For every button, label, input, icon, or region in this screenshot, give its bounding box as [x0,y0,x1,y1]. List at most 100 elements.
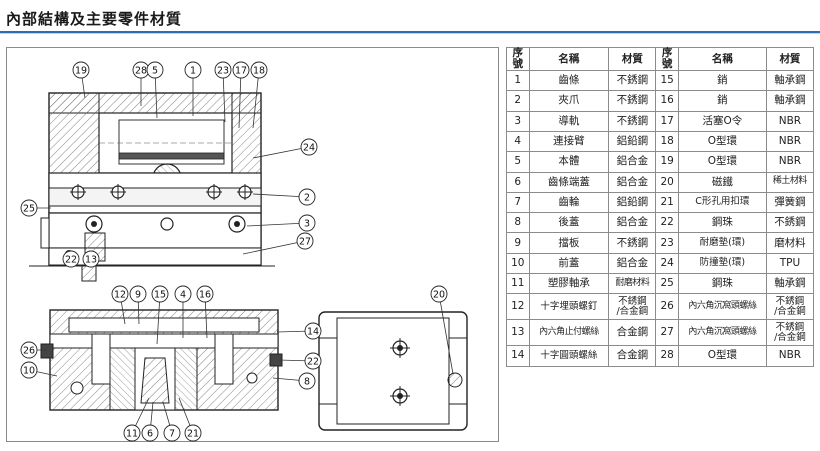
part-name: 連接臂 [528,130,610,153]
part-name: 十字埋頭螺釘 [528,293,610,321]
callout-label: 26 [23,346,35,357]
callout-circle [232,61,250,79]
part-material: TPU [765,252,815,275]
part-material: 不銹鋼 [765,212,815,234]
callout-circle [111,285,129,303]
part-no: 25 [655,272,679,295]
header-no: 序號 [655,46,679,72]
part-no: 24 [655,252,679,275]
callout-circle [196,285,214,303]
part-no: 13 [506,319,530,347]
part-name: 前蓋 [528,252,610,275]
part-material: 軸承鋼 [765,70,815,92]
part-no: 10 [506,252,530,275]
callout-label: 6 [147,429,153,440]
part-name: 夾爪 [528,90,610,112]
part-material: 稀土材料 [765,171,815,193]
callout-circle [146,61,164,79]
callout-circle [304,322,322,340]
end-view [318,311,468,431]
callout-circle [298,214,316,232]
callout-circle [298,372,316,390]
part-name: 齒條端蓋 [528,171,610,193]
callout-leader [252,146,310,159]
part-no: 20 [655,171,679,193]
part-no: 1 [506,70,530,92]
callout-circle [430,285,448,303]
callout-circle [20,361,38,379]
part-no: 2 [506,90,530,112]
part-name: 銷 [677,90,767,112]
callout-circle [151,285,169,303]
callout-label: 27 [299,237,311,248]
header-material: 材質 [608,46,657,72]
callout-label: 24 [303,143,315,154]
part-no: 7 [506,191,530,214]
part-no: 9 [506,232,530,254]
callout-label: 3 [304,219,310,230]
callout-circle [296,232,314,250]
title-underline [0,31,820,33]
callout-circle [62,250,80,268]
part-material: NBR [765,130,815,153]
part-material: 彈簧鋼 [765,191,815,214]
callout-label: 20 [433,290,445,301]
callout-leader [246,222,308,227]
part-name: 耐磨墊(環) [677,232,767,254]
table-header-row: 序號 名稱 材質 序號 名稱 材質 [506,46,815,72]
callout-circle [82,250,100,268]
part-material: 耐磨材料 [608,272,657,295]
callout-label: 21 [187,429,199,440]
callout-circle [184,424,202,442]
callout-leader [438,293,454,375]
callout-circle [20,341,38,359]
part-name: 本體 [528,151,610,173]
section-title: 內部結構及主要零件材質 [6,10,183,28]
part-no: 26 [655,293,679,321]
callout-circle [184,61,202,79]
part-no: 4 [506,130,530,153]
title-underline-light [0,33,820,34]
callout-label: 14 [307,327,319,338]
callout-circle [304,352,322,370]
section-view [40,309,283,411]
part-material: NBR [765,345,815,367]
part-name: C形孔用扣環 [677,191,767,214]
callout-label: 11 [126,429,138,440]
callout-label: 22 [307,357,319,368]
callout-label: 1 [190,66,196,77]
part-no: 12 [506,293,530,321]
callout-label: 28 [135,66,147,77]
part-name: 銷 [677,70,767,92]
part-no: 11 [506,272,530,295]
part-no: 6 [506,171,530,193]
part-no: 8 [506,212,530,234]
part-name: 內六角止付螺絲 [528,319,610,347]
callout-circle [20,199,38,217]
part-material: 磨材料 [765,232,815,254]
part-name: 內六角沉窩頭螺絲 [677,319,767,347]
callout-leader [242,240,306,255]
part-no: 14 [506,345,530,367]
part-name: 內六角沉窩頭螺絲 [677,293,767,321]
part-no: 21 [655,191,679,214]
part-name: 防撞墊(環) [677,252,767,275]
part-material: 不銹鋼 [608,90,657,112]
part-material: 不銹鋼/合金鋼 [765,319,815,347]
part-name: 磁鐵 [677,171,767,193]
callout-circle [163,424,181,442]
callout-circle [250,61,268,79]
callout-label: 23 [217,66,229,77]
part-name: O型環 [677,130,767,153]
part-material: 合金鋼 [608,319,657,347]
callout-label: 15 [154,290,166,301]
part-material: 不銹鋼 [608,70,657,92]
